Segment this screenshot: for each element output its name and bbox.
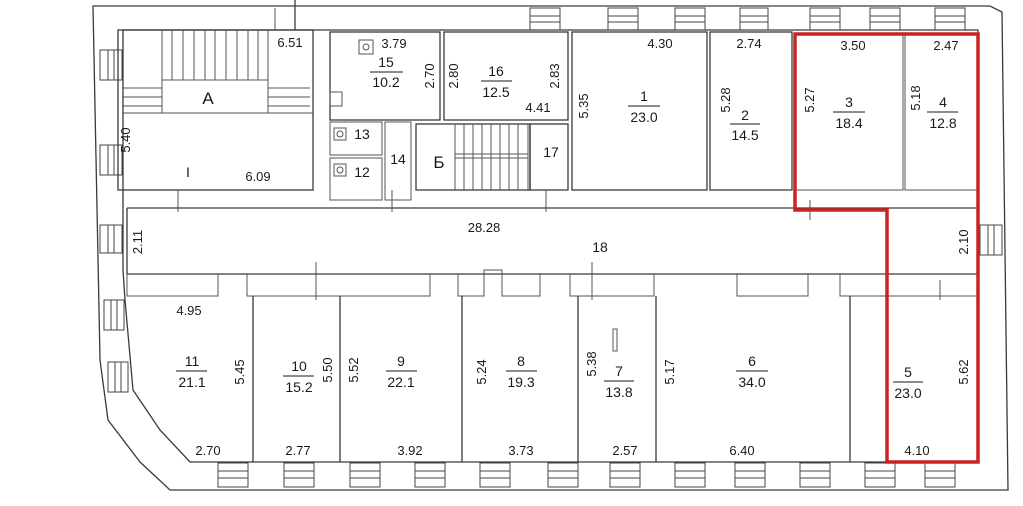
- room-11-area: 21.1: [178, 374, 205, 390]
- room-16-dim-left: 2.80: [446, 63, 461, 88]
- room-5-number: 5: [904, 364, 912, 380]
- room-7[interactable]: 5.38 7 13.8 2.57: [584, 296, 657, 462]
- room-i-number: I: [186, 164, 190, 180]
- windows-top: [294, 0, 966, 31]
- room-1-dim-width: 4.30: [647, 36, 672, 51]
- room-4-dim-width: 2.47: [933, 38, 958, 53]
- room-1[interactable]: 4.30 5.35 1 23.0: [571, 31, 708, 191]
- room-7-dim-bottom: 2.57: [612, 443, 637, 458]
- corridor-dim-left: 2.11: [130, 230, 145, 254]
- room-15-dim-height: 2.70: [422, 63, 437, 88]
- windows-side: [99, 49, 1003, 393]
- room-15-number: 15: [378, 54, 394, 70]
- room-12-number: 12: [354, 164, 370, 180]
- room-3-dim-height: 5.27: [802, 87, 817, 112]
- room-9[interactable]: 5.52 9 22.1 3.92: [346, 296, 463, 462]
- room-5-dim-side: 5.62: [956, 359, 971, 384]
- room-1-dim-height: 5.35: [576, 93, 591, 118]
- room-6-dim-bottom: 6.40: [729, 443, 754, 458]
- room-4[interactable]: 2.47 5.18 4 12.8: [904, 33, 978, 191]
- room-9-dim-bottom: 3.92: [397, 443, 422, 458]
- room-5-dim-bottom: 4.10: [904, 443, 929, 458]
- room-10-number: 10: [291, 358, 307, 374]
- room-16-dim-right: 2.83: [547, 63, 562, 88]
- room-16[interactable]: 2.80 16 12.5 2.83 4.41: [443, 31, 569, 121]
- room-9-area: 22.1: [387, 374, 414, 390]
- room-2-dim-width: 2.74: [736, 36, 761, 51]
- room-1-number: 1: [640, 88, 648, 104]
- room-4-area: 12.8: [929, 115, 956, 131]
- room-11[interactable]: 4.95 11 21.1 5.45 2.70: [176, 296, 254, 462]
- room-8-number: 8: [517, 353, 525, 369]
- corridor-dim-right: 2.10: [956, 229, 971, 254]
- room-2-number: 2: [741, 107, 749, 123]
- highlighted-premises-outline: [793, 32, 980, 464]
- room-6[interactable]: 5.17 6 34.0 6.40: [662, 296, 851, 462]
- windows-bottom: [217, 462, 956, 488]
- room-9-dim-side: 5.52: [346, 357, 361, 382]
- room-11-dim-side: 5.45: [232, 359, 247, 384]
- room-3-number: 3: [845, 94, 853, 110]
- room-3-dim-width: 3.50: [840, 38, 865, 53]
- room-17-number: 17: [543, 144, 559, 160]
- room-16-number: 16: [488, 63, 504, 79]
- room-10-area: 15.2: [285, 379, 312, 395]
- room-13-number: 13: [354, 126, 370, 142]
- stair-b-label: Б: [433, 153, 444, 172]
- room-i-dim-top: 6.51: [277, 35, 302, 50]
- room-2-dim-height: 5.28: [718, 87, 733, 112]
- room-8-dim-bottom: 3.73: [508, 443, 533, 458]
- room-2-area: 14.5: [731, 127, 758, 143]
- room-15-dim-width: 3.79: [381, 36, 406, 51]
- room-3[interactable]: 3.50 5.27 3 18.4: [794, 33, 904, 191]
- room-9-number: 9: [397, 353, 405, 369]
- room-15[interactable]: 3.79 15 10.2 2.70: [329, 31, 441, 121]
- room-17[interactable]: 17: [529, 123, 569, 191]
- room-16-dim-bottom: 4.41: [525, 100, 550, 115]
- room-6-area: 34.0: [738, 374, 765, 390]
- stair-a-label: А: [202, 89, 214, 108]
- lower-partitions: [126, 269, 978, 297]
- room-10-dim-side: 5.50: [320, 357, 335, 382]
- room-2[interactable]: 2.74 5.28 2 14.5: [709, 31, 793, 191]
- door-markers: [177, 190, 941, 300]
- room-11-dim-bottom: 2.70: [195, 443, 220, 458]
- room-1-area: 23.0: [630, 109, 657, 125]
- room-3-area: 18.4: [835, 115, 862, 131]
- room-10-dim-bottom: 2.77: [285, 443, 310, 458]
- room-5[interactable]: 5 23.0 5.62 4.10: [893, 359, 971, 458]
- wc-block: 13 12 14: [329, 121, 412, 201]
- room-5-area: 23.0: [894, 385, 921, 401]
- room-i-dim-side: 5.40: [118, 127, 133, 152]
- room-8[interactable]: 5.24 8 19.3 3.73: [474, 296, 579, 462]
- stair-a: А 6.51 5.40 I 6.09: [117, 8, 314, 191]
- room-4-number: 4: [939, 94, 947, 110]
- room-7-number: 7: [615, 363, 623, 379]
- room-7-area: 13.8: [605, 384, 632, 400]
- room-16-area: 12.5: [482, 84, 509, 100]
- room-i-dim-bottom: 6.09: [245, 169, 270, 184]
- room-4-dim-height: 5.18: [908, 85, 923, 110]
- room-11-number: 11: [185, 353, 200, 369]
- room-14-number: 14: [390, 151, 406, 167]
- room-7-dim-side: 5.38: [584, 351, 599, 376]
- corridor-number: 18: [592, 239, 608, 255]
- stair-b: Б: [415, 123, 531, 191]
- room-6-dim-side: 5.17: [662, 359, 677, 384]
- room-8-area: 19.3: [507, 374, 534, 390]
- corridor-18[interactable]: 28.28 18 2.11 2.10: [126, 207, 978, 275]
- room-8-dim-side: 5.24: [474, 359, 489, 384]
- room-6-number: 6: [748, 353, 756, 369]
- room-15-area: 10.2: [372, 74, 399, 90]
- corridor-dim-length: 28.28: [468, 220, 501, 235]
- room-11-dim-top: 4.95: [176, 303, 201, 318]
- room-10[interactable]: 10 15.2 5.50 2.77: [283, 296, 341, 462]
